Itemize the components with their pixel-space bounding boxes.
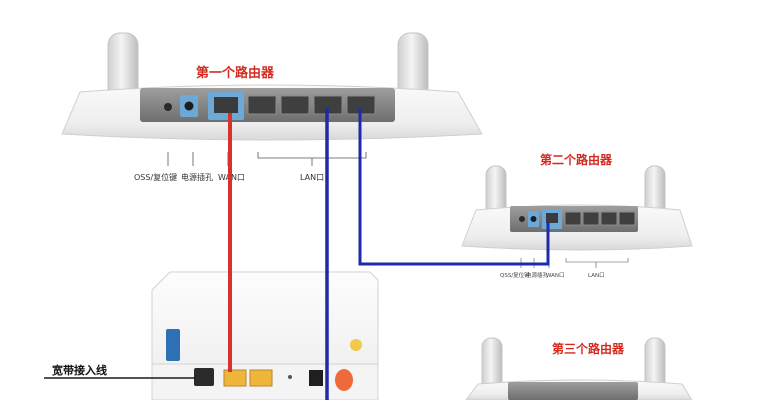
router-1-power-hole (184, 101, 194, 111)
router-2-label-lan: LAN口 (588, 272, 605, 279)
broadband-label: 宽带接入线 (51, 363, 107, 377)
router-2-lan-port-3 (600, 211, 618, 226)
modem-lan-port-1 (223, 369, 247, 387)
router-2-wan-socket (546, 213, 558, 223)
router-2-label-reset: QSS/复位键 (500, 271, 530, 279)
router-2-label-wan: WAN口 (546, 272, 565, 279)
cables (228, 108, 550, 400)
modem: 宽带接入线 (44, 271, 379, 400)
cable-lan-blue-2 (358, 108, 550, 266)
router-1-label-power: 电源插孔 (181, 172, 213, 182)
router-2-lan-port-1 (564, 211, 582, 226)
router-1-callout-lan-bracket (257, 152, 367, 159)
modem-broadband-port (194, 368, 214, 386)
router-1-label-reset: OSS/复位键 (134, 172, 177, 182)
router-1-lan-port-2 (280, 95, 310, 115)
router-1: 第一个路由器 OSS/复位键 电源插孔 WAN口 LAN口 (61, 32, 483, 182)
router-2-title: 第二个路由器 (540, 152, 613, 167)
router-2-lan-port-2 (582, 211, 600, 226)
router-3-title: 第三个路由器 (552, 341, 625, 356)
modem-lan-port-2 (249, 369, 273, 387)
router-2-reset-button (519, 216, 525, 222)
modem-power-jack (309, 370, 323, 386)
modem-power-button (335, 369, 353, 391)
router-1-title: 第一个路由器 (196, 65, 275, 81)
router-3: 第三个路由器 (465, 337, 693, 400)
router-2: 第二个路由器 QSS/复位键 电源插孔 WAN口 LAN口 (461, 152, 693, 279)
modem-status-dot (288, 375, 292, 379)
router-1-label-lan: LAN口 (300, 173, 324, 182)
router-2-callout-lan-bracket (565, 258, 629, 263)
router-2-power-hole (530, 216, 537, 222)
router-2-lan-port-4 (618, 211, 636, 226)
router-1-wan-socket (214, 97, 238, 113)
modem-brand-icon (350, 339, 362, 351)
router-1-lan-port-1 (247, 95, 277, 115)
router-3-back-panel (508, 382, 638, 400)
modem-logo (166, 329, 180, 361)
router-1-reset-button (164, 103, 172, 111)
router-2-label-power: 电源插孔 (526, 271, 549, 279)
